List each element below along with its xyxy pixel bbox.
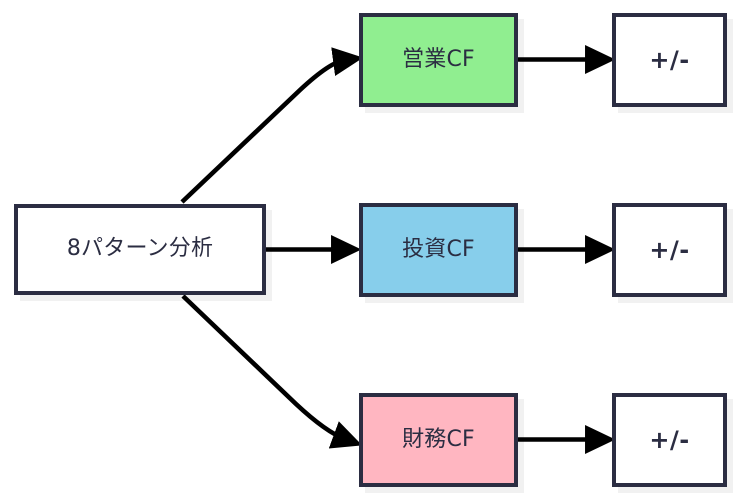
edge-source-to-financing-cf [181,294,363,449]
node-sign-operating-label: +/- [649,45,690,74]
node-sign-operating[interactable]: +/- [612,13,727,107]
node-sign-investing-label: +/- [649,235,690,264]
node-financing-cf[interactable]: 財務CF [359,393,518,487]
node-investing-cf[interactable]: 投資CF [359,203,518,297]
edge-source-to-operating-cf [180,47,364,204]
node-financing-cf-label: 財務CF [402,426,475,452]
node-operating-cf-label: 営業CF [402,46,475,72]
node-sign-investing[interactable]: +/- [612,203,727,297]
node-sign-financing-label: +/- [649,425,690,454]
node-source-analysis[interactable]: 8パターン分析 [14,204,266,295]
node-investing-cf-label: 投資CF [402,236,475,262]
node-source-analysis-label: 8パターン分析 [66,236,214,262]
node-sign-financing[interactable]: +/- [612,393,727,487]
node-operating-cf[interactable]: 営業CF [359,13,518,107]
